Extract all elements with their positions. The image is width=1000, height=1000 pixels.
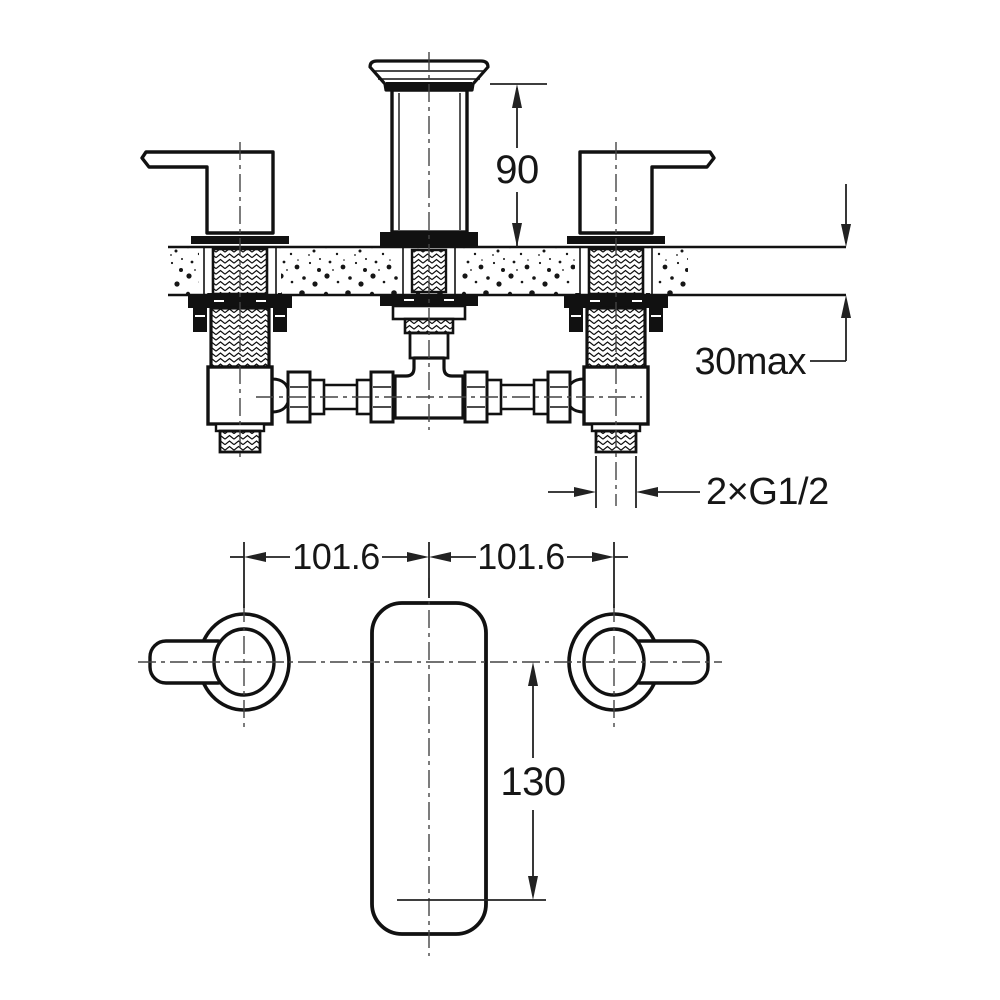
locknut-tab [193,308,207,332]
arrow-left-icon [636,487,658,497]
arrow-right-icon [592,552,614,562]
arrow-right-icon [407,552,429,562]
dim-spout-reach-130: 130 [397,662,566,901]
elevation-view [140,59,846,454]
handle-body-and-lever [140,150,275,235]
dimension-annotations: 90 30max 2×G1/2 101.6 [230,83,851,901]
dim-label-spacing-right: 101.6 [477,536,565,577]
locknut-tab [649,308,663,332]
left-handle-elevation [140,150,292,454]
centerlines [138,52,722,956]
arrow-up-icon [528,662,538,686]
dim-label-inlet-connection: 2×G1/2 [706,471,829,513]
arrow-up-icon [841,295,851,318]
arrow-up-icon [512,84,522,108]
dim-deck-thickness-30max: 30max [694,184,851,383]
locknut [564,294,668,308]
dim-label-spacing-left: 101.6 [292,536,380,577]
dim-label-spout-reach: 130 [500,760,565,804]
arrow-left-icon [429,552,451,562]
arrow-down-icon [528,876,538,900]
handle-body-and-lever [578,150,716,235]
dim-inlet-connection-g12: 2×G1/2 [548,456,829,513]
arrow-down-icon [841,224,851,247]
valve-side-port [271,377,291,414]
dim-spout-height-90: 90 [490,83,547,247]
right-handle-elevation [564,150,716,454]
spout-flange [380,232,478,246]
locknut-tab [569,308,583,332]
locknut [188,294,292,308]
locknut-tab [273,308,287,332]
arrow-right-icon [574,487,596,497]
arrow-down-icon [512,223,522,247]
dim-label-deck-thickness: 30max [694,341,806,383]
dim-hole-spacing: 101.6 101.6 [230,536,628,608]
arrow-left-icon [244,552,266,562]
dim-label-spout-height: 90 [495,148,539,192]
